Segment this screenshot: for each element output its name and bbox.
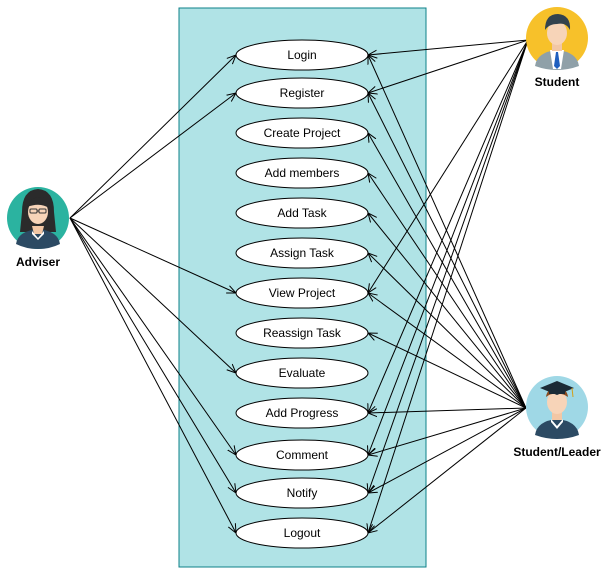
- usecase-ellipse: [235, 197, 369, 229]
- usecase-notify[interactable]: Notify: [235, 477, 369, 509]
- edge-adviser: [69, 217, 236, 293]
- edge-student-leader: [368, 407, 527, 413]
- usecase-ellipse: [235, 357, 369, 389]
- usecase-ellipse: [235, 397, 369, 429]
- usecase-logout[interactable]: Logout: [235, 517, 369, 549]
- usecase-evaluate[interactable]: Evaluate: [235, 357, 369, 389]
- usecase-login[interactable]: Login: [235, 39, 369, 71]
- usecase-label: Evaluate: [279, 366, 326, 380]
- usecase-ellipse: [235, 277, 369, 309]
- edge-student-leader: [368, 407, 527, 493]
- usecase-ellipse: [235, 117, 369, 149]
- usecase-label: Add members: [265, 166, 340, 180]
- edge-student: [368, 39, 529, 293]
- usecase-label: Login: [287, 48, 316, 62]
- edge-student: [368, 39, 529, 413]
- edge-student: [368, 39, 529, 55]
- edge-adviser: [69, 55, 236, 219]
- edge-student: [368, 39, 529, 493]
- usecase-label: Register: [280, 86, 325, 100]
- usecase-ellipse: [235, 439, 369, 471]
- student-leader-label: Student/Leader: [513, 445, 601, 459]
- edge-student-leader: [368, 133, 527, 409]
- usecase-reassign-task[interactable]: Reassign Task: [235, 317, 369, 349]
- usecase-label: Notify: [287, 486, 318, 500]
- adviser-label: Adviser: [16, 255, 60, 269]
- usecase-comment[interactable]: Comment: [235, 439, 369, 471]
- usecase-ellipse: [235, 477, 369, 509]
- usecase-ellipse: [235, 39, 369, 71]
- association-lines: [69, 39, 529, 533]
- usecase-label: Create Project: [264, 126, 341, 140]
- usecase-register[interactable]: Register: [235, 77, 369, 109]
- usecase-ellipse: [235, 157, 369, 189]
- edge-student: [368, 39, 529, 533]
- edge-student-leader: [368, 407, 527, 455]
- usecase-label: Add Progress: [266, 406, 339, 420]
- usecase-label: Assign Task: [270, 246, 335, 260]
- usecase-add-task[interactable]: Add Task: [235, 197, 369, 229]
- edge-adviser: [69, 217, 236, 493]
- edge-student-leader: [368, 293, 527, 409]
- edge-student-leader: [368, 55, 527, 409]
- actor-student-leader[interactable]: Student/Leader: [513, 376, 601, 459]
- usecase-label: View Project: [269, 286, 336, 300]
- usecase-label: Reassign Task: [263, 326, 342, 340]
- usecase-view-project[interactable]: View Project: [235, 277, 369, 309]
- edge-adviser: [69, 217, 236, 373]
- edge-adviser: [69, 93, 236, 219]
- usecase-create-project[interactable]: Create Project: [235, 117, 369, 149]
- edge-adviser: [69, 217, 236, 533]
- usecase-ellipse: [235, 517, 369, 549]
- edge-student: [368, 39, 529, 455]
- edge-student-leader: [368, 93, 527, 409]
- student-label: Student: [535, 75, 580, 89]
- usecase-add-members[interactable]: Add members: [235, 157, 369, 189]
- edge-student: [368, 39, 529, 93]
- usecase-assign-task[interactable]: Assign Task: [235, 237, 369, 269]
- edge-student-leader: [368, 253, 527, 409]
- usecase-ellipse: [235, 77, 369, 109]
- edge-adviser: [69, 217, 236, 455]
- edge-student-leader: [368, 173, 527, 409]
- edge-student-leader: [368, 333, 527, 409]
- actor-adviser[interactable]: Adviser: [7, 187, 69, 269]
- usecase-ellipse: [235, 237, 369, 269]
- actor-student[interactable]: Student: [526, 7, 588, 89]
- usecase-add-progress[interactable]: Add Progress: [235, 397, 369, 429]
- usecase-label: Comment: [276, 448, 329, 462]
- edge-student-leader: [368, 213, 527, 409]
- edge-student-leader: [368, 407, 527, 533]
- usecase-ellipse: [235, 317, 369, 349]
- usecase-label: Logout: [284, 526, 321, 540]
- usecase-label: Add Task: [277, 206, 327, 220]
